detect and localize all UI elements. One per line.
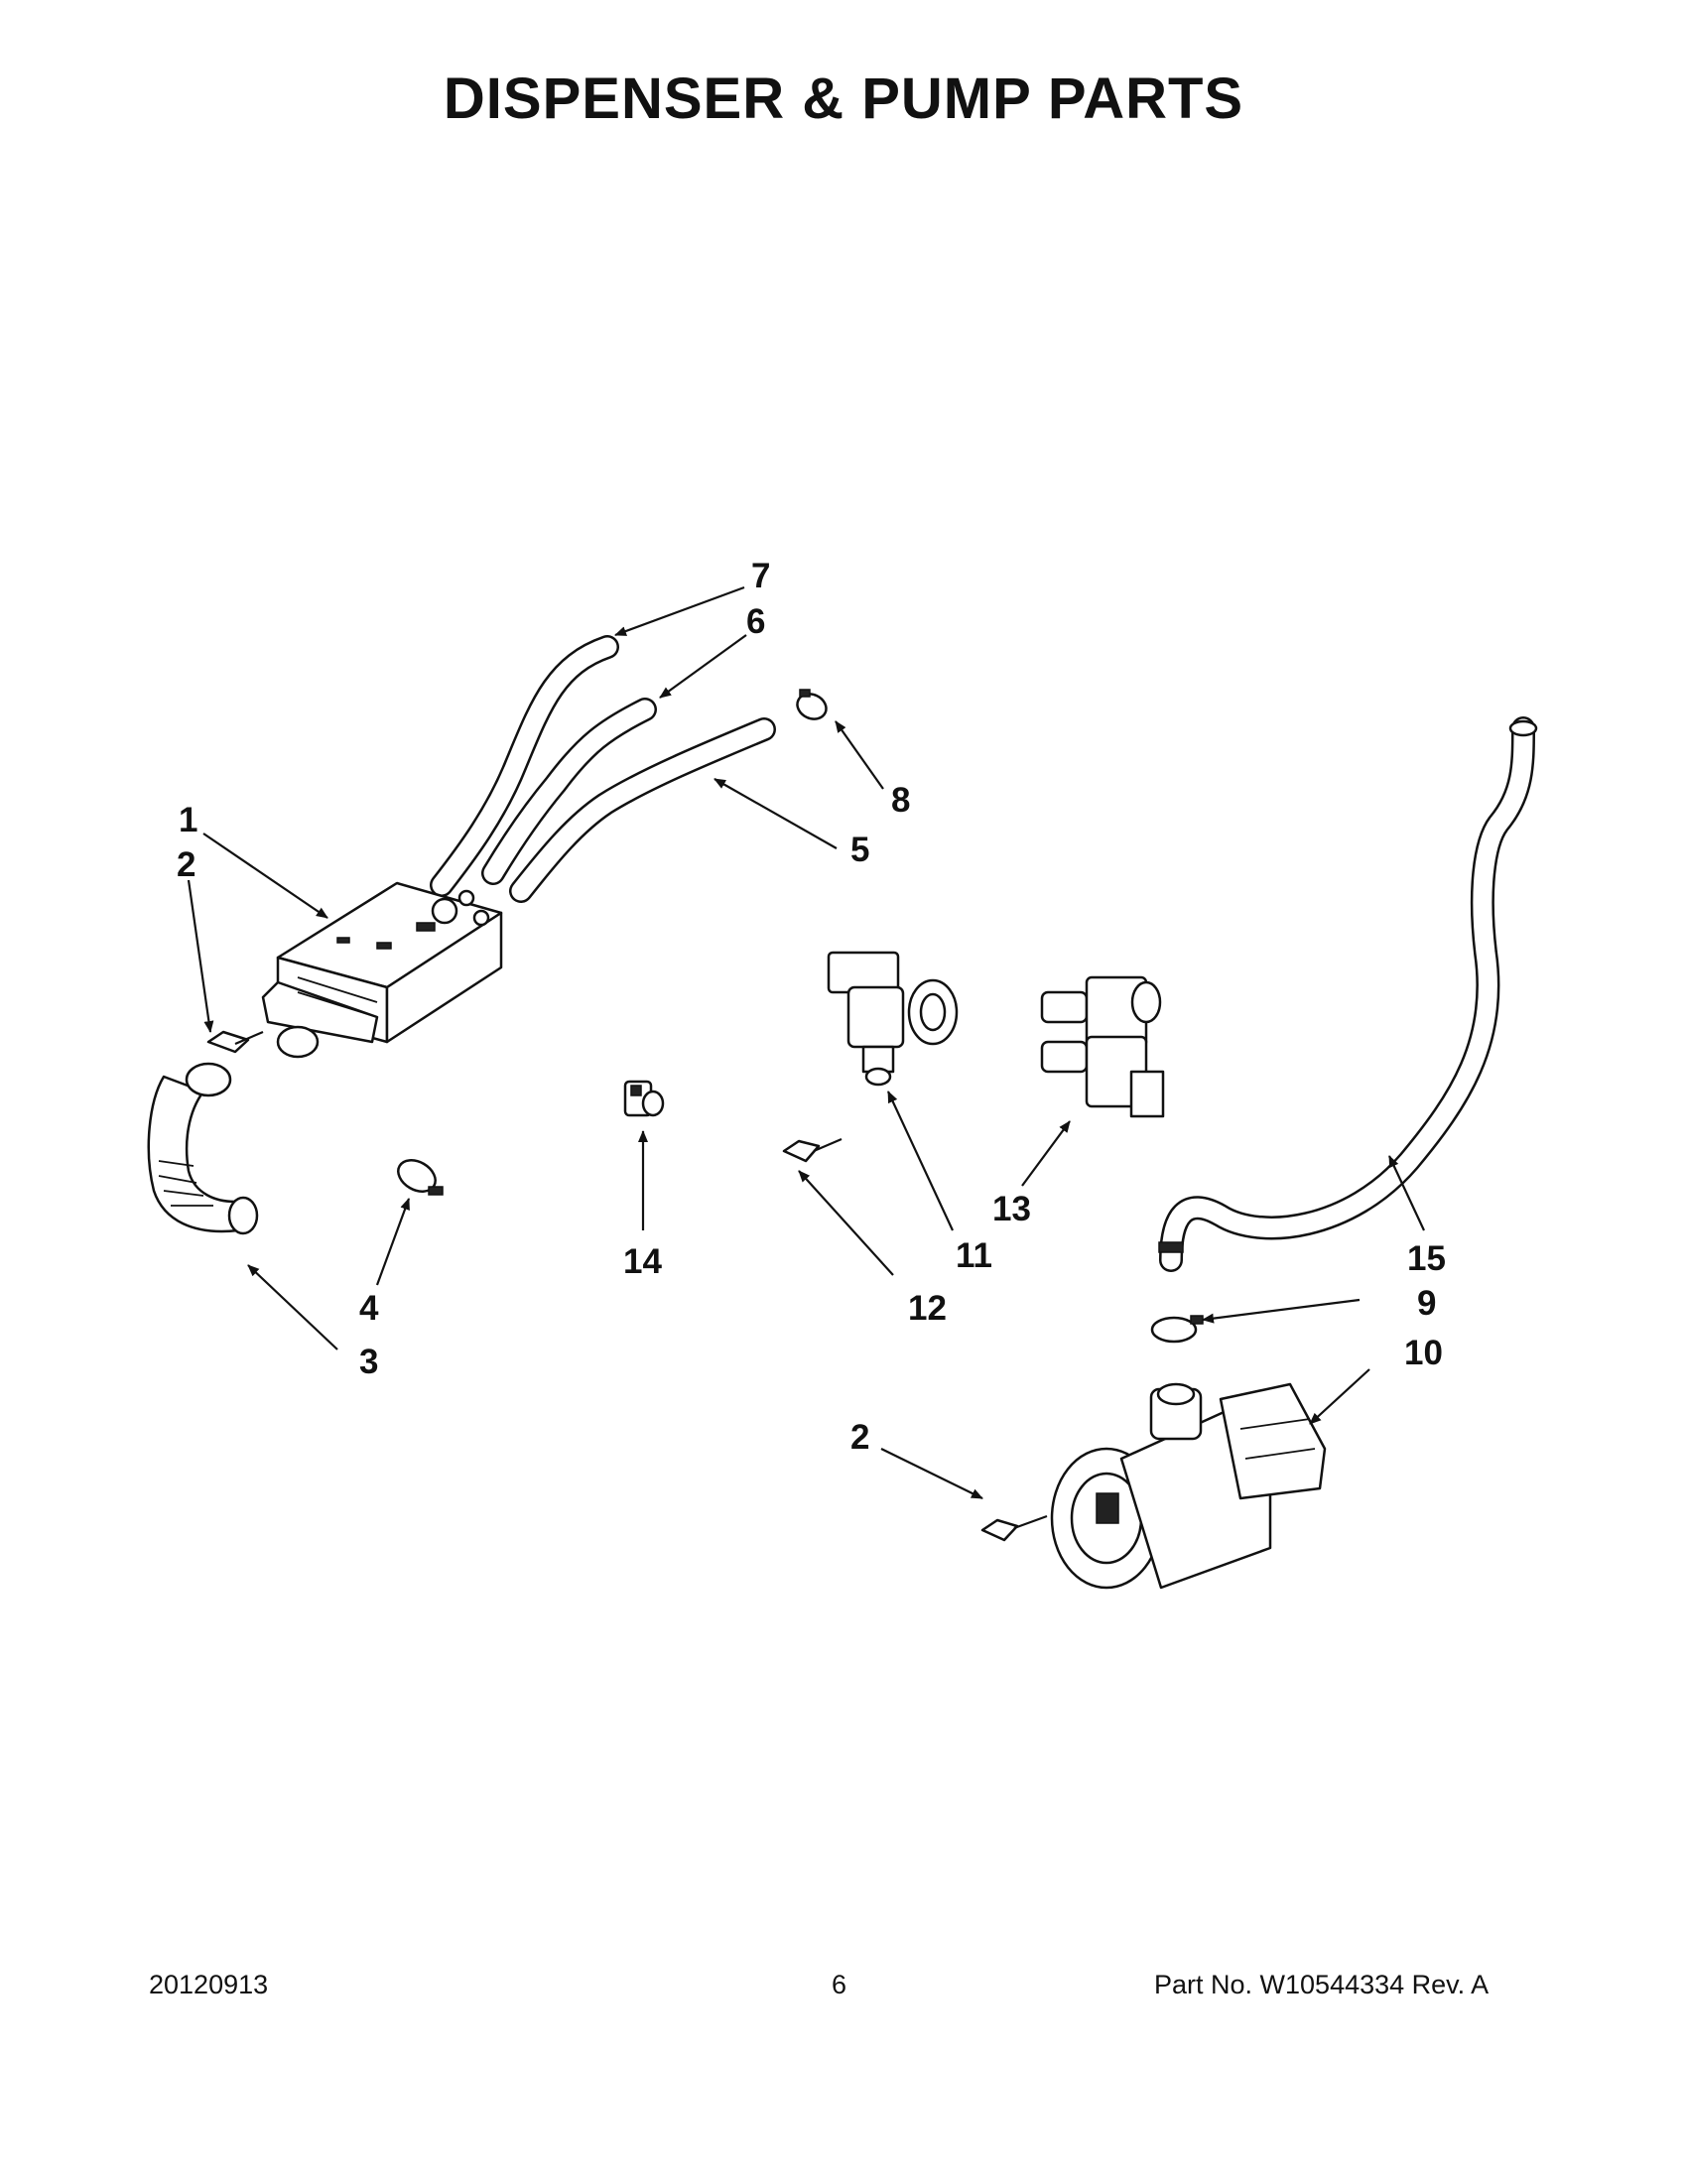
water-valve-single bbox=[827, 951, 959, 1087]
leader-8 bbox=[835, 720, 884, 790]
leader-7 bbox=[614, 585, 745, 637]
screw-lower bbox=[980, 1514, 1048, 1542]
callout-14: 14 bbox=[623, 1242, 662, 1281]
callout-10: 10 bbox=[1404, 1334, 1443, 1372]
hose-7 bbox=[430, 635, 619, 897]
leader-6 bbox=[659, 634, 747, 699]
callout-9: 9 bbox=[1417, 1284, 1436, 1323]
screw-12 bbox=[782, 1137, 843, 1163]
leader-12 bbox=[798, 1170, 894, 1276]
leader-10 bbox=[1309, 1368, 1370, 1425]
callout-11: 11 bbox=[956, 1236, 992, 1275]
callout-2-upper: 2 bbox=[177, 845, 195, 884]
bellows-hose bbox=[147, 1062, 259, 1235]
callout-6: 6 bbox=[746, 602, 765, 641]
drain-pump bbox=[1050, 1382, 1327, 1590]
callout-13: 13 bbox=[992, 1190, 1031, 1228]
leader-13 bbox=[1021, 1120, 1071, 1187]
callout-8: 8 bbox=[891, 781, 910, 820]
callout-1: 1 bbox=[179, 801, 197, 839]
leader-2-upper bbox=[187, 879, 214, 1033]
leader-2-lower bbox=[880, 1448, 983, 1499]
callout-12: 12 bbox=[908, 1289, 947, 1328]
page-title: DISPENSER & PUMP PARTS bbox=[443, 66, 1244, 131]
leader-3 bbox=[247, 1264, 338, 1350]
callout-5: 5 bbox=[850, 831, 869, 869]
footer-date: 20120913 bbox=[149, 1970, 269, 1999]
clamp-8 bbox=[796, 689, 828, 720]
leader-1 bbox=[202, 833, 328, 919]
callout-4: 4 bbox=[359, 1289, 379, 1328]
clip-14 bbox=[623, 1080, 665, 1117]
leader-11 bbox=[887, 1091, 954, 1231]
drain-hose bbox=[1158, 716, 1538, 1272]
clamp-4 bbox=[397, 1159, 444, 1196]
leader-9 bbox=[1202, 1298, 1361, 1324]
callout-7: 7 bbox=[751, 557, 770, 595]
dispenser-assembly bbox=[261, 881, 503, 1059]
callout-2-lower: 2 bbox=[850, 1418, 869, 1457]
screw-upper bbox=[206, 1030, 264, 1054]
footer-part-number: Part No. W10544334 Rev. A bbox=[1154, 1970, 1490, 1999]
leader-15 bbox=[1388, 1155, 1425, 1231]
callout-15: 15 bbox=[1407, 1239, 1446, 1278]
callout-3: 3 bbox=[359, 1343, 378, 1381]
footer-page-number: 6 bbox=[832, 1970, 847, 1999]
hose-5 bbox=[509, 717, 776, 903]
water-valve-dual bbox=[1040, 975, 1165, 1118]
clamp-9 bbox=[1150, 1315, 1204, 1344]
hose-6 bbox=[481, 698, 657, 885]
leader-4 bbox=[375, 1198, 411, 1286]
leader-5 bbox=[714, 778, 838, 849]
